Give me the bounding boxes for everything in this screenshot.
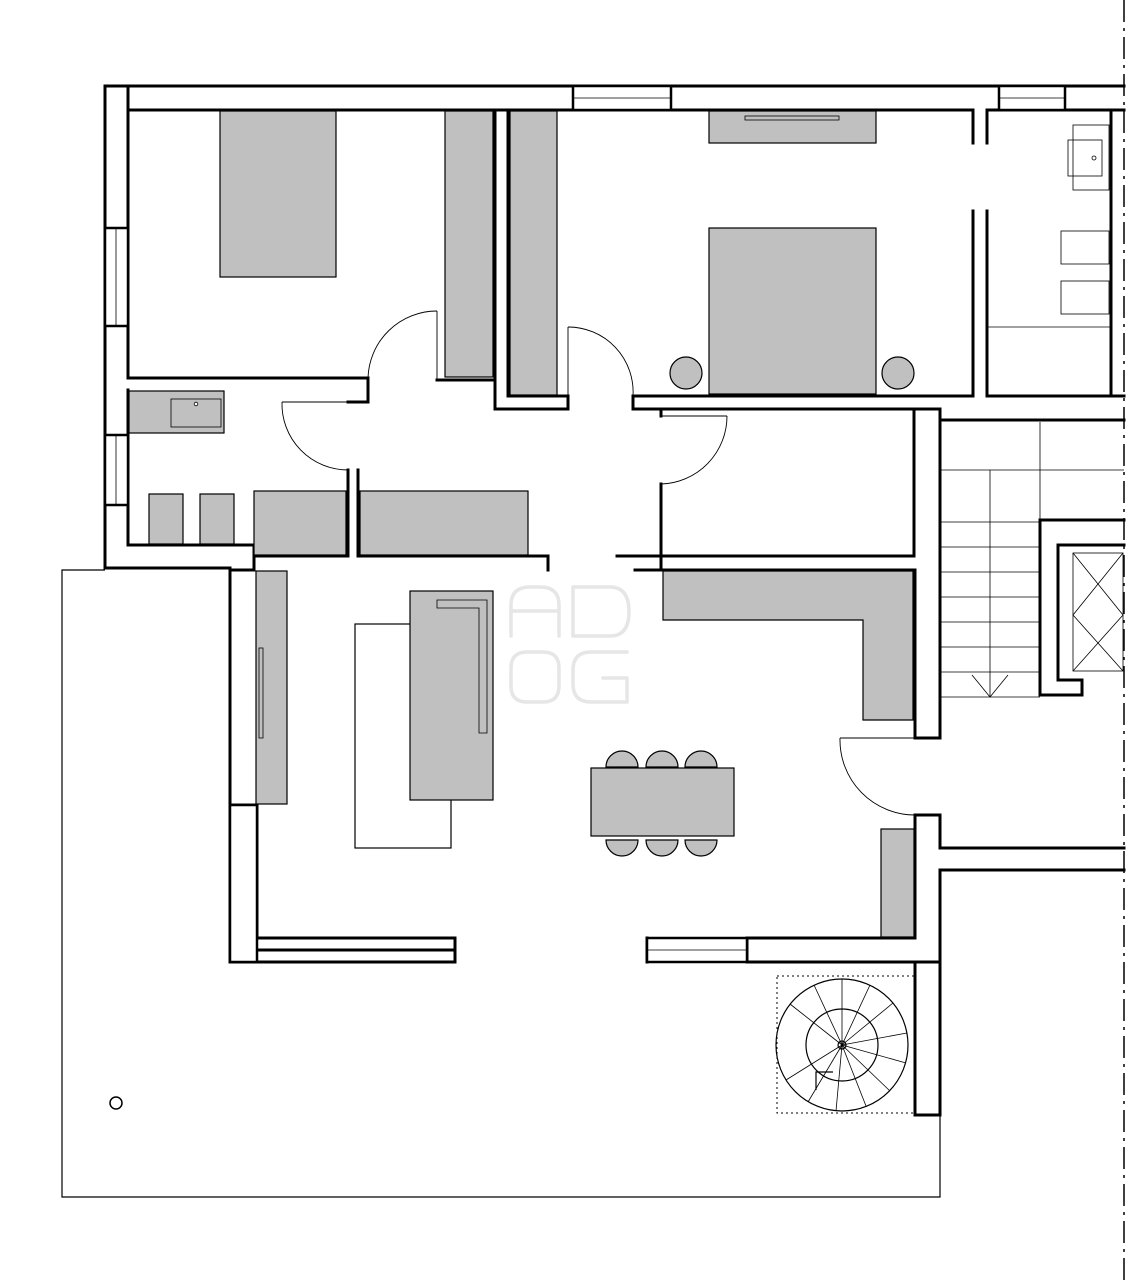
radiator bbox=[744, 115, 840, 121]
wall-cabinet-living bbox=[255, 570, 288, 805]
toilet bbox=[1060, 230, 1110, 265]
watermark-letter-a bbox=[509, 585, 561, 638]
sink-drain-icon bbox=[1091, 155, 1097, 161]
bed-bedroom-1 bbox=[219, 110, 337, 278]
washer bbox=[148, 493, 184, 545]
windows bbox=[103, 84, 1067, 964]
terrace-outline bbox=[61, 569, 941, 1198]
bed-bedroom-2 bbox=[708, 227, 877, 395]
laundry-drain-icon bbox=[193, 401, 199, 407]
spiral-staircase bbox=[775, 975, 915, 1114]
chair-top-3 bbox=[684, 750, 718, 768]
watermark-letter-g bbox=[571, 650, 629, 704]
storage-unit-hall-left bbox=[253, 490, 347, 556]
watermark-logo: AD OG bbox=[509, 585, 631, 704]
entry-cabinet bbox=[880, 828, 915, 938]
chair-top-1 bbox=[605, 750, 639, 768]
chair-bottom-1 bbox=[605, 839, 639, 857]
sink-cabinet-bathroom bbox=[1072, 124, 1110, 191]
sofa-back bbox=[436, 599, 488, 734]
storage-unit-hall-right bbox=[359, 490, 529, 556]
staircase bbox=[940, 422, 1124, 698]
nightstand-left bbox=[669, 356, 703, 390]
wardrobe-bedroom-1 bbox=[444, 110, 494, 378]
bidet bbox=[1060, 280, 1110, 315]
wardrobe-bedroom-2 bbox=[509, 110, 558, 396]
sink-bathroom bbox=[1067, 139, 1103, 177]
nightstand-right bbox=[881, 356, 915, 390]
watermark-letter-d bbox=[571, 585, 631, 638]
chair-top-2 bbox=[645, 750, 679, 768]
dining-table bbox=[590, 767, 735, 837]
counter-laundry bbox=[128, 390, 225, 434]
dryer bbox=[199, 493, 235, 545]
tv-wall bbox=[258, 647, 264, 739]
sofa bbox=[409, 590, 494, 801]
doors bbox=[281, 310, 916, 816]
chair-bottom-3 bbox=[684, 839, 718, 857]
furniture bbox=[128, 110, 1111, 938]
chair-bottom-2 bbox=[645, 839, 679, 857]
terrace-drain-icon bbox=[109, 1096, 123, 1110]
kitchen-counter-l bbox=[662, 570, 914, 721]
watermark-letter-o bbox=[509, 650, 561, 704]
sink-laundry bbox=[170, 398, 222, 428]
